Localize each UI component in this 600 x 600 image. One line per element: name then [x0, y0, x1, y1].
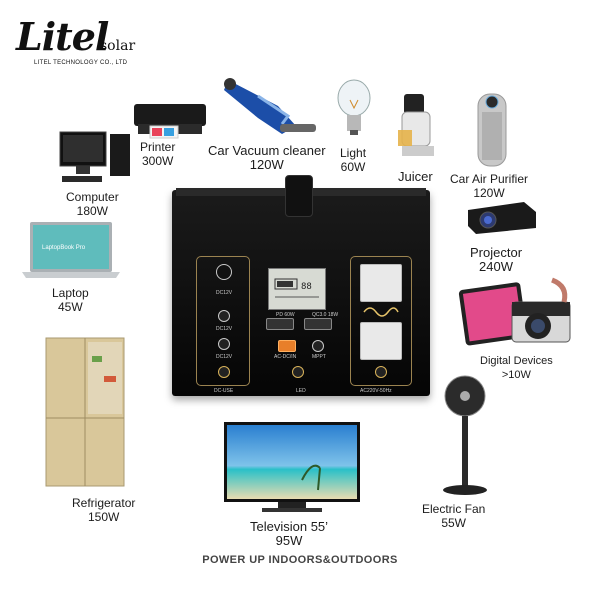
dc-port-2[interactable] — [218, 338, 230, 350]
mppt-label: MPPT — [312, 354, 326, 360]
qc-usb-port[interactable] — [304, 318, 332, 330]
television-label: Television 55’95W — [250, 519, 329, 548]
printer-image — [134, 104, 206, 139]
ac-outlet-2[interactable] — [360, 322, 402, 360]
led-label: LED — [296, 388, 306, 394]
juicer-label: Juicer — [398, 169, 433, 184]
electric-fan-image — [443, 375, 487, 495]
dc-label-2: DC12V — [216, 326, 233, 332]
dc-output-panel — [196, 256, 250, 386]
projector-image — [468, 202, 536, 234]
laptop-image — [22, 222, 120, 278]
sine-wave-icon — [363, 307, 399, 317]
juicer-image — [398, 94, 434, 156]
carry-handle[interactable] — [285, 175, 313, 217]
refrigerator-image — [45, 337, 125, 487]
svg-text:88: 88 — [301, 282, 312, 292]
digital-devices-image — [458, 277, 571, 346]
ac-outlet-1[interactable] — [360, 264, 402, 302]
ac-dc-label: AC-DC/IN — [274, 354, 297, 360]
ac-dc-input-port[interactable] — [278, 340, 296, 352]
dc-label-1: DC12V — [216, 290, 233, 296]
television-image — [224, 422, 360, 512]
digital-devices-label: Digital Devices>10W — [480, 355, 553, 381]
car-vacuum-image — [224, 78, 316, 134]
ac-power-button[interactable] — [375, 366, 387, 378]
ac-out-label: AC220V-50Hz — [360, 388, 392, 394]
led-button[interactable] — [292, 366, 304, 378]
air-purifier-image — [477, 93, 507, 167]
brand-logo-suffix: solar — [100, 38, 136, 54]
pd-label: PD 60W — [276, 312, 295, 318]
light-bulb-image — [337, 79, 371, 135]
mppt-input-port[interactable] — [312, 340, 324, 352]
ac-output-panel — [350, 256, 412, 386]
pd-usb-c-port[interactable] — [266, 318, 294, 330]
brand-logo-word: Litel — [16, 14, 109, 59]
tagline: POWER UP INDOORS&OUTDOORS — [202, 554, 398, 566]
brand-company-name: LITEL TECHNOLOGY CO., LTD — [34, 60, 128, 66]
dc-socket[interactable] — [216, 264, 232, 280]
laptop-screen-text: LaptopBook Pro — [42, 245, 86, 251]
dc-use-label: DC-USE — [214, 388, 234, 394]
lcd-display: 88 — [268, 268, 326, 310]
dc-label-3: DC12V — [216, 354, 233, 360]
usb-label: QC3.0 18W — [312, 312, 339, 318]
dc-port-1[interactable] — [218, 310, 230, 322]
computer-image — [59, 131, 130, 182]
dc-power-button[interactable] — [218, 366, 230, 378]
